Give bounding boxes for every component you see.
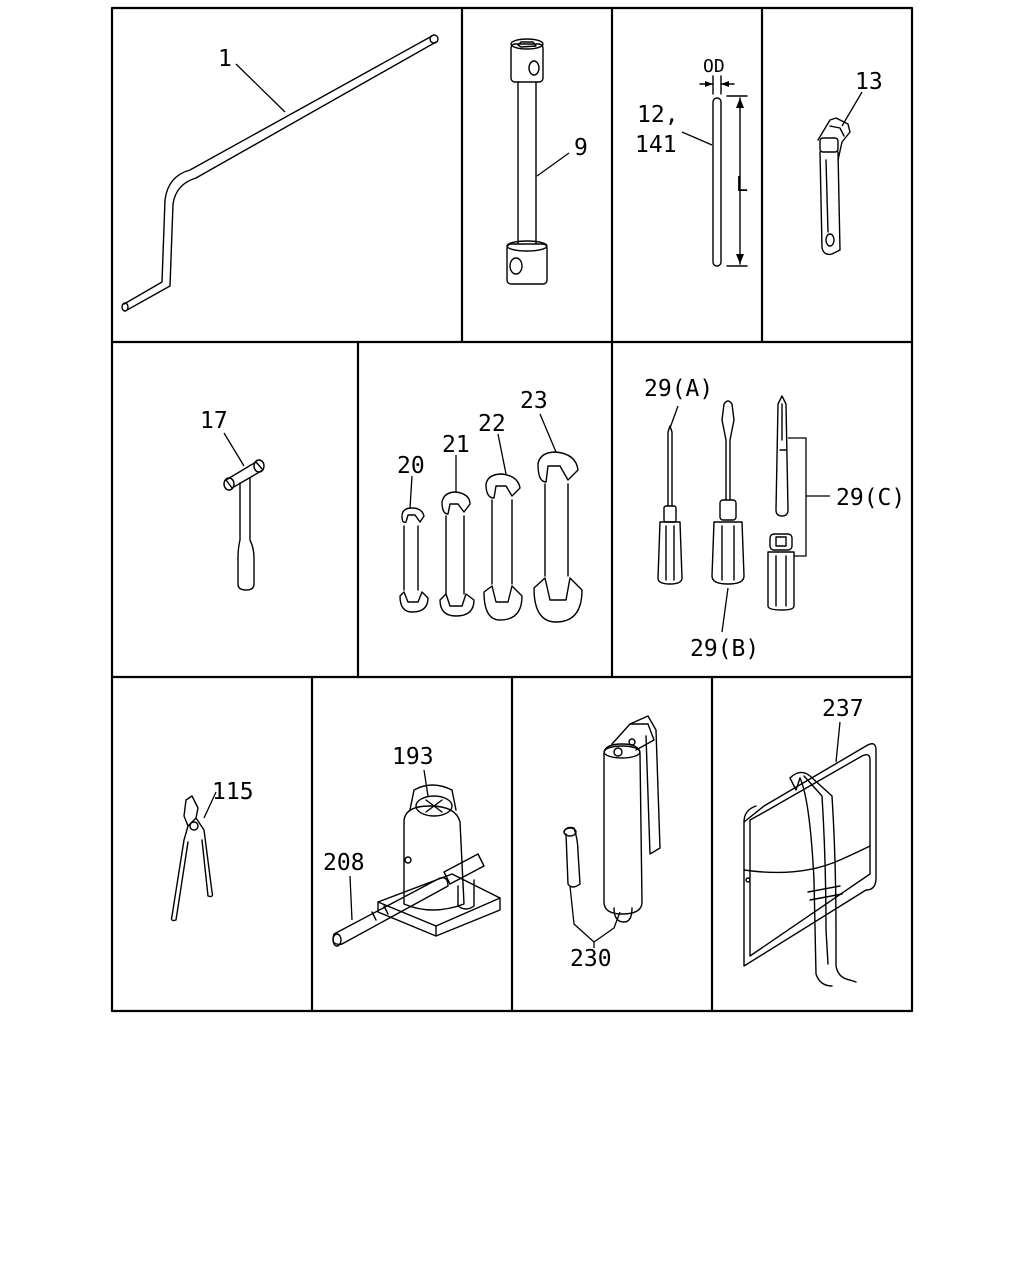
- label-part-29b: 29(B): [690, 636, 759, 662]
- label-od: OD: [703, 56, 725, 77]
- bottle-jack-icon: [332, 784, 501, 947]
- leader-115: [203, 791, 217, 819]
- label-part-22: 22: [478, 411, 506, 437]
- label-part-23: 23: [520, 388, 548, 414]
- leader-17: [223, 432, 245, 467]
- tool-bag-icon: [743, 743, 877, 987]
- pliers-icon: [170, 795, 214, 922]
- leader-29a: [669, 405, 679, 429]
- leader-22: [497, 433, 507, 475]
- leader-13: [841, 91, 863, 127]
- hammer-icon: [223, 459, 265, 591]
- panel-grid: [110, 6, 914, 1013]
- screwdriver-icon: [657, 395, 795, 611]
- label-part-141: 141: [635, 132, 677, 158]
- label-part-115: 115: [212, 779, 254, 805]
- grease-gun-icon: [563, 715, 661, 923]
- label-part-13: 13: [855, 69, 883, 95]
- label-part-9: 9: [574, 135, 588, 161]
- label-part-17: 17: [200, 408, 228, 434]
- open-end-wrench-icon: [399, 451, 583, 623]
- leader-12: [681, 131, 713, 146]
- leader-23: [539, 413, 557, 453]
- leader-193: [423, 769, 429, 797]
- label-part-193: 193: [392, 744, 434, 770]
- leader-237: [835, 721, 841, 763]
- label-length: L: [736, 172, 748, 196]
- adjustable-wrench-icon: [817, 117, 851, 256]
- leader-29c: [788, 437, 830, 557]
- label-part-12: 12,: [637, 102, 679, 128]
- leader-1: [235, 63, 286, 113]
- pin-rod-icon: [699, 75, 748, 267]
- label-part-237: 237: [822, 696, 864, 722]
- leader-208: [349, 875, 353, 921]
- box-wrench-icon: [506, 38, 548, 285]
- leader-9: [536, 152, 570, 177]
- leader-230: [569, 885, 621, 948]
- leader-29b: [721, 587, 729, 633]
- label-part-230: 230: [570, 946, 612, 972]
- label-part-1: 1: [218, 46, 232, 72]
- label-part-21: 21: [442, 432, 470, 458]
- leader-20: [409, 475, 413, 509]
- label-part-29c: 29(C): [836, 485, 905, 511]
- label-part-208: 208: [323, 850, 365, 876]
- label-part-29a: 29(A): [644, 376, 713, 402]
- jack-handle-bar-icon: [121, 34, 439, 312]
- label-part-20: 20: [397, 453, 425, 479]
